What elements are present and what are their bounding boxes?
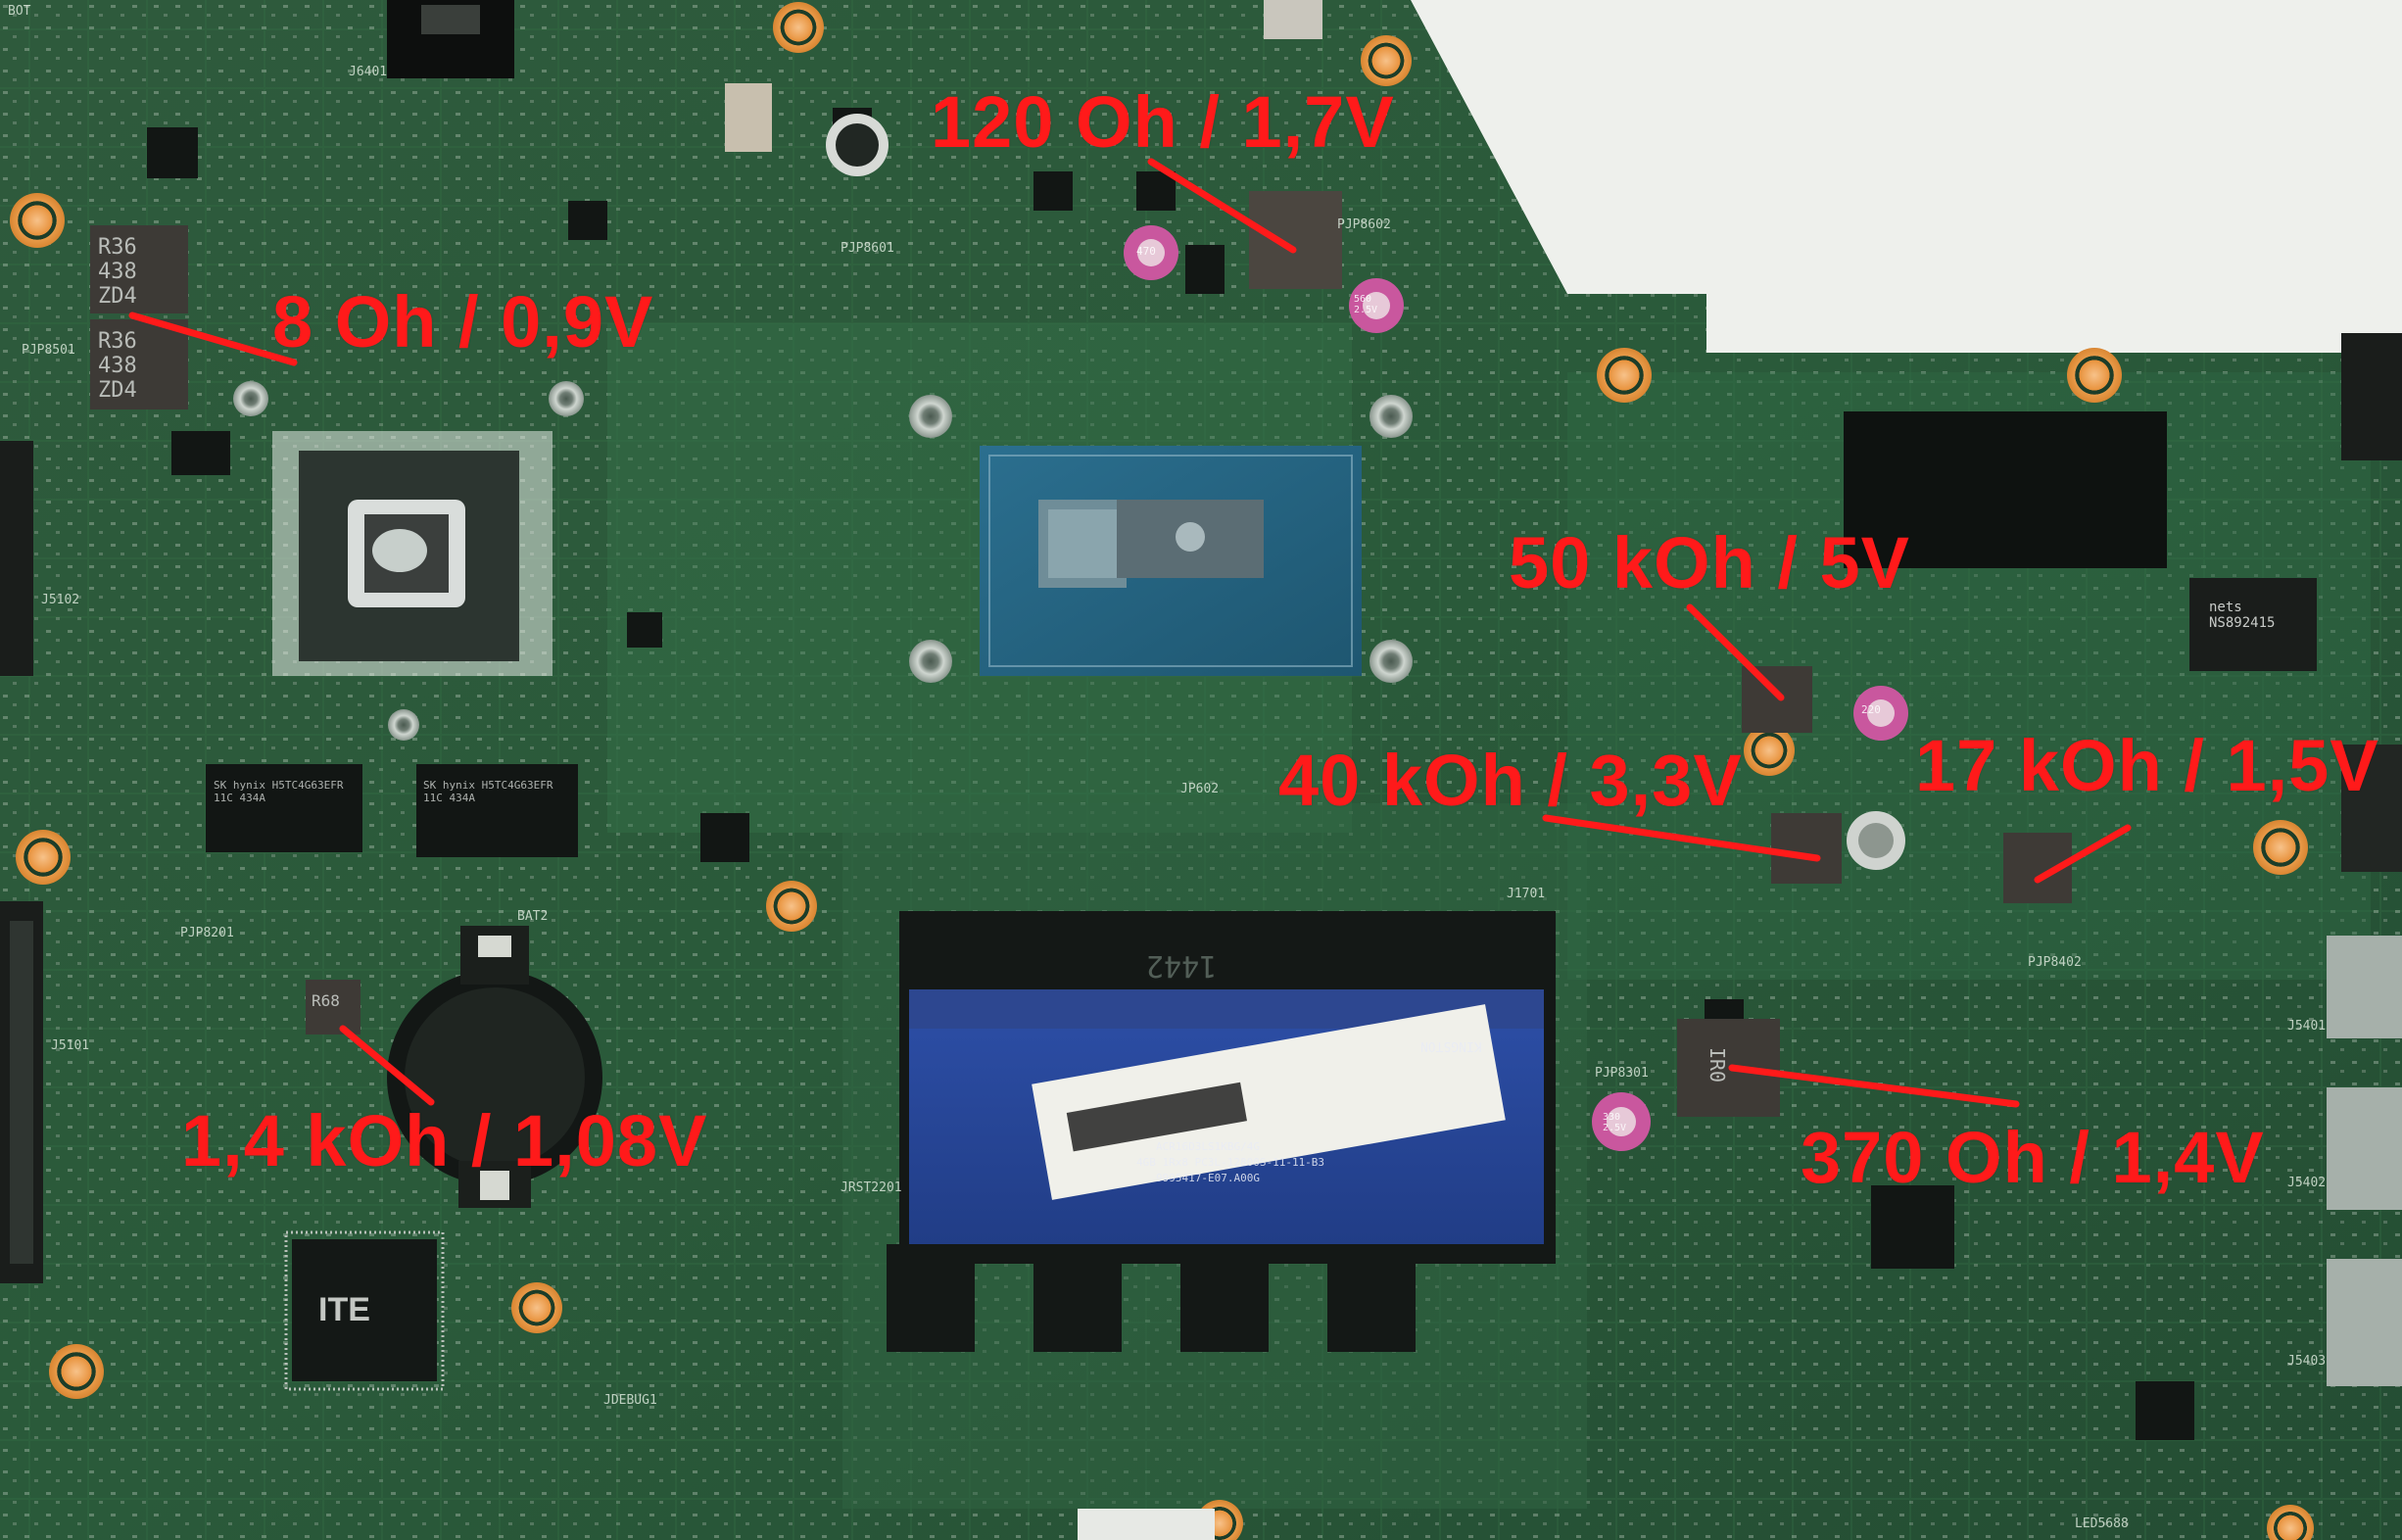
annotation-17-kohm: 17 kOh / 1,5V — [1915, 725, 2379, 806]
silk-ram-number: 1442 — [1146, 948, 1218, 983]
silk-j5402: J5402 — [2287, 1176, 2327, 1190]
silk-bot: BOT — [8, 4, 31, 19]
silk-netgear: nets NS892415 — [2209, 600, 2276, 631]
silk-r36-top: R36 438 ZD4 — [98, 235, 137, 309]
silk-pjp8602: PJP8602 — [1337, 217, 1391, 232]
annotation-50-kohm: 50 kOh / 5V — [1509, 522, 1910, 603]
silk-pjp8501: PJP8501 — [22, 343, 75, 358]
silk-j5401: J5401 — [2287, 1019, 2327, 1034]
silk-ram-sub: 9995417-E07.A00G — [1156, 1172, 1260, 1184]
silk-j5102: J5102 — [41, 593, 80, 607]
silk-j6401: J6401 — [349, 65, 388, 79]
silk-ram-code: ACR16D3LS1KBG/4G — [1156, 1140, 1260, 1153]
silk-pjp8301: PJP8301 — [1595, 1066, 1649, 1081]
silk-kingston: KINGSTON — [1420, 1038, 1482, 1053]
silk-pjp8201: PJP8201 — [180, 926, 234, 940]
silk-cap-220: 220 — [1861, 703, 1881, 716]
pointer-8-line — [128, 312, 298, 366]
silk-batt: BAT2 — [517, 909, 549, 924]
pointer-120-line — [1147, 158, 1297, 254]
silk-cap-560: 560 2.5V — [1354, 294, 1378, 315]
silk-led: LED5688 — [2075, 1516, 2129, 1531]
annotation-120-ohm: 120 Oh / 1,7V — [931, 81, 1395, 163]
pointer-14-line — [339, 1025, 435, 1106]
pointer-50-line — [1686, 603, 1785, 701]
silk-ind-r68: R68 — [312, 991, 340, 1010]
silk-jp602: JP602 — [1180, 782, 1220, 796]
silk-j5403: J5403 — [2287, 1354, 2327, 1369]
annotation-1-4-kohm: 1,4 kOh / 1,08V — [181, 1100, 708, 1181]
silk-hynix-2: SK hynix H5TC4G63EFR 11C 434A — [423, 779, 553, 804]
silk-ite: ITE — [318, 1291, 370, 1328]
silk-cap-470: 470 — [1136, 245, 1156, 258]
silk-ram-label: 4GB 1Rx8 PC3L-12800S-11-11-B3 — [1136, 1156, 1325, 1169]
silk-pjp8402: PJP8402 — [2028, 955, 2082, 970]
silk-j1701: J1701 — [1507, 887, 1546, 901]
silk-j5101: J5101 — [51, 1038, 90, 1053]
annotation-8-ohm: 8 Oh / 0,9V — [272, 281, 654, 362]
silk-pjp8601: PJP8601 — [841, 241, 894, 256]
silk-cap-330: 330 2.5V — [1603, 1112, 1627, 1133]
annotation-40-kohm: 40 kOh / 3,3V — [1278, 740, 1743, 821]
pointer-17-line — [2034, 824, 2132, 884]
pointer-40-line — [1542, 814, 1821, 862]
annotation-370-ohm: 370 Oh / 1,4V — [1801, 1117, 2265, 1198]
silk-ind-ir0: IR0 — [1705, 1046, 1730, 1083]
silk-r36-bottom: R36 438 ZD4 — [98, 329, 137, 403]
silk-jrst: JRST2201 — [841, 1180, 902, 1195]
silk-jdebug: JDEBUG1 — [603, 1393, 657, 1408]
pointer-370-line — [1728, 1064, 2020, 1108]
silk-hynix-1: SK hynix H5TC4G63EFR 11C 434A — [214, 779, 344, 804]
